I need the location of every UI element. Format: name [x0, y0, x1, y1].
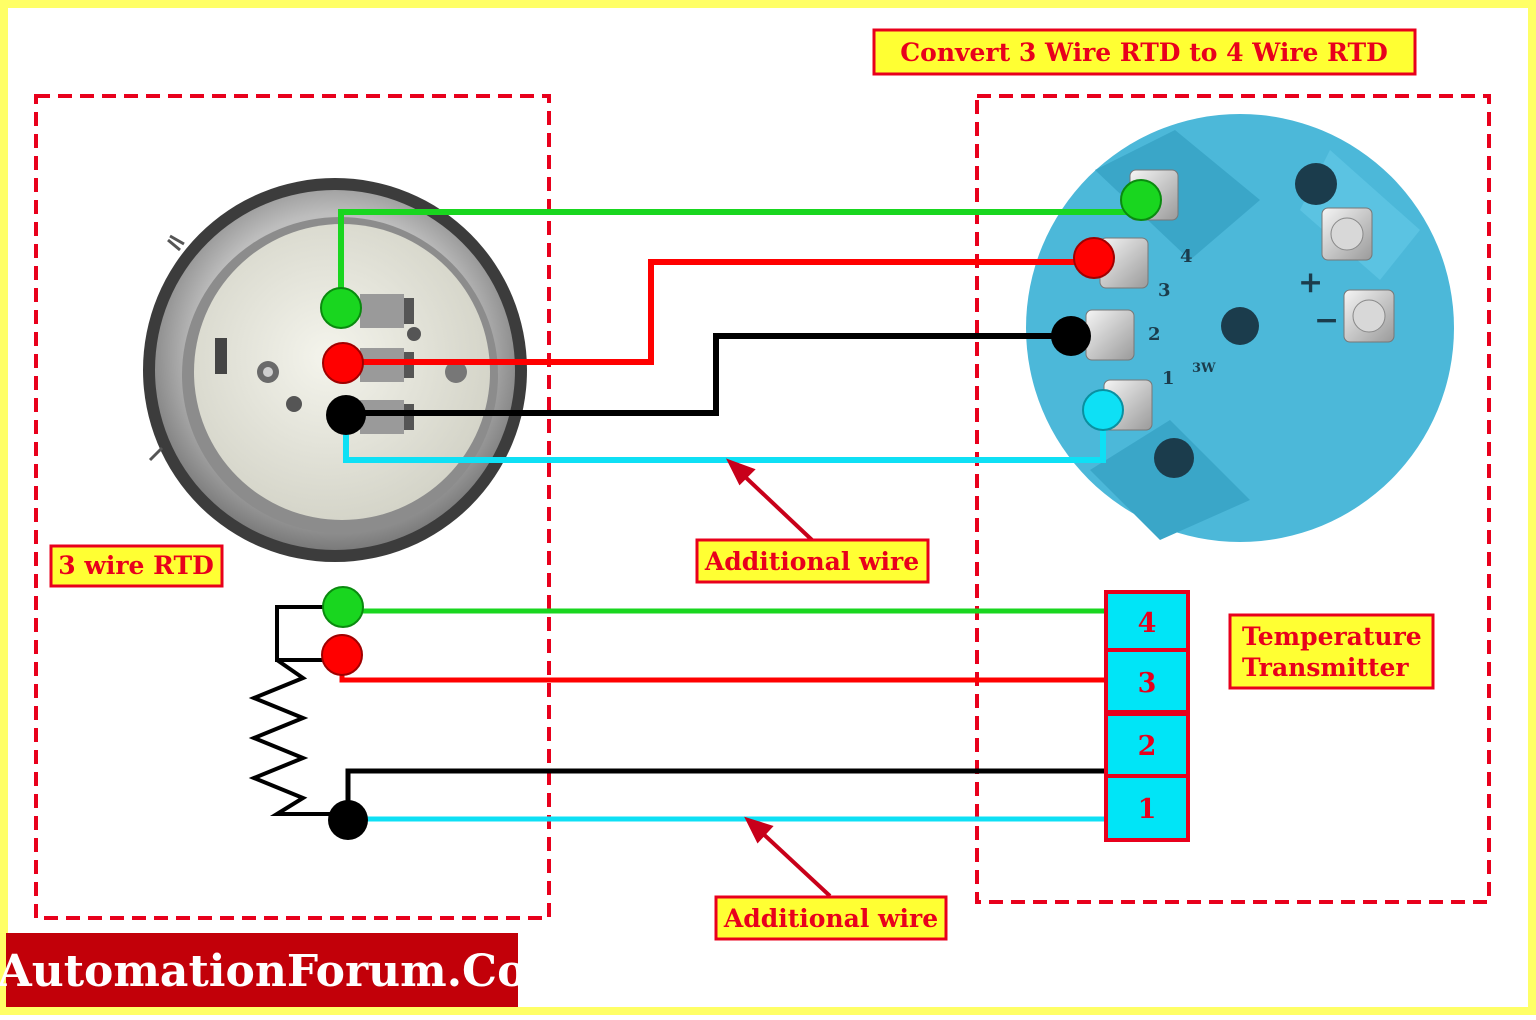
- terminal-4-label: 4: [1138, 608, 1157, 639]
- dot-red-lower: [321, 634, 363, 676]
- rtd-resistor-symbol: [248, 605, 348, 816]
- terminal-1: [1104, 774, 1190, 842]
- upper-connection-dots: [320, 179, 1162, 435]
- transmitter-dashed-box: [975, 94, 1491, 904]
- marking-plus: +: [1298, 265, 1323, 300]
- wire-cyan-upper: [343, 410, 1106, 463]
- transmitter-label: Temperature Transmitter: [1228, 613, 1435, 690]
- dot-black-tx: [1051, 316, 1091, 356]
- terminal-3-label: 3: [1138, 668, 1157, 699]
- terminal-block: 4 3 2 1: [1104, 590, 1190, 842]
- dot-black-lower: [328, 800, 368, 840]
- rtd-dashed-box: [34, 94, 551, 920]
- upper-wiring: [338, 209, 1141, 463]
- dot-red-rtd: [322, 342, 364, 384]
- marking-1: 1: [1162, 368, 1175, 389]
- lower-connection-dots: [321, 586, 368, 840]
- additional-wire-upper-text: Additional wire: [704, 547, 919, 576]
- marking-4: 4: [1180, 246, 1193, 267]
- rtd-label-text: 3 wire RTD: [58, 551, 214, 580]
- terminal-4: [1104, 590, 1190, 652]
- callout-arrows: [725, 458, 832, 898]
- additional-wire-label-upper: Additional wire: [695, 538, 930, 584]
- title-text: Convert 3 Wire RTD to 4 Wire RTD: [900, 38, 1388, 67]
- transmitter-label-line2: Transmitter: [1242, 653, 1409, 682]
- terminal-3: [1104, 648, 1190, 714]
- transmitter-head: 1 2 3 4 3W + −: [1026, 114, 1454, 542]
- wire-red-upper: [343, 259, 1094, 365]
- marking-minus: −: [1314, 303, 1339, 338]
- rtd-label: 3 wire RTD: [49, 544, 224, 588]
- marking-3: 3: [1158, 280, 1171, 301]
- dot-green-lower: [322, 586, 364, 628]
- transmitter-label-line1: Temperature: [1242, 622, 1422, 651]
- wire-black-upper: [346, 333, 1071, 416]
- dot-black-rtd: [326, 395, 366, 435]
- site-logo: AutomationForum.Co: [0, 933, 526, 1007]
- site-logo-text: AutomationForum.Co: [0, 946, 526, 997]
- additional-wire-lower-text: Additional wire: [723, 904, 938, 933]
- terminal-2: [1104, 712, 1190, 778]
- marking-3w: 3W: [1192, 361, 1216, 376]
- title-label: Convert 3 Wire RTD to 4 Wire RTD: [872, 28, 1417, 76]
- dot-red-tx: [1073, 237, 1115, 279]
- wire-green-upper: [338, 209, 1141, 308]
- dot-green-rtd: [320, 287, 362, 329]
- additional-wire-label-lower: Additional wire: [714, 895, 948, 941]
- terminal-2-label: 2: [1138, 731, 1157, 762]
- marking-2: 2: [1148, 324, 1161, 345]
- terminal-1-label: 1: [1138, 794, 1157, 825]
- dot-green-tx: [1120, 179, 1162, 221]
- dot-cyan-tx: [1082, 389, 1124, 431]
